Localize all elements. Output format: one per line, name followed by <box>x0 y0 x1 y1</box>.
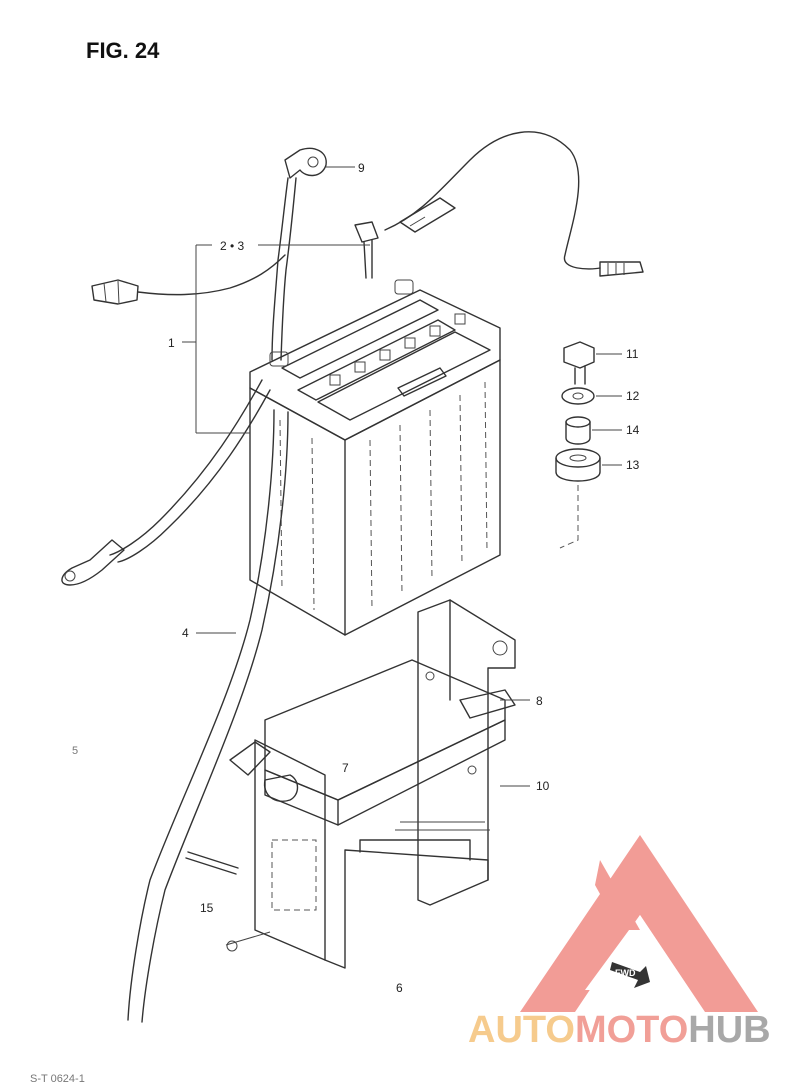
callout-12: 12 <box>626 389 640 403</box>
watermark-chevron-icon <box>595 860 640 930</box>
callout-7: 7 <box>342 761 349 775</box>
fwd-arrow-icon <box>610 962 650 988</box>
battery-tray <box>185 599 516 969</box>
footer-code: S-T 0624-1 <box>30 1073 85 1085</box>
battery <box>127 279 501 1023</box>
svg-text:AUTOMOTOHUB: AUTOMOTOHUB <box>468 1009 771 1051</box>
callout-10: 10 <box>536 779 550 793</box>
callout-labels: 9 2 • 3 1 11 12 14 13 4 8 10 7 5 15 6 <box>72 161 640 995</box>
watermark-word-auto: AUTO <box>468 1009 575 1051</box>
watermark-triangle-icon <box>520 835 758 1012</box>
leader-lines <box>182 166 622 787</box>
callout-1: 1 <box>168 336 175 350</box>
battery-cable-harness <box>61 131 644 586</box>
callout-5: 5 <box>72 745 78 757</box>
fwd-tag: FWD <box>615 968 636 978</box>
watermark-word-moto: MOTO <box>575 1009 688 1051</box>
callout-8: 8 <box>536 694 543 708</box>
callout-2-3: 2 • 3 <box>220 239 245 253</box>
automotohub-watermark: FWD AUTOMOTOHUB <box>468 835 771 1051</box>
callout-13: 13 <box>626 458 640 472</box>
callout-6: 6 <box>396 981 403 995</box>
mounting-hardware <box>555 341 601 549</box>
watermark-word-hub: HUB <box>688 1009 770 1051</box>
watermark-inner-icon <box>585 915 690 990</box>
callout-15: 15 <box>200 901 214 915</box>
figure-title: FIG. 24 <box>86 38 160 63</box>
callout-4: 4 <box>182 626 189 640</box>
callout-14: 14 <box>626 423 640 437</box>
callout-11: 11 <box>626 347 639 361</box>
callout-9: 9 <box>358 161 365 175</box>
